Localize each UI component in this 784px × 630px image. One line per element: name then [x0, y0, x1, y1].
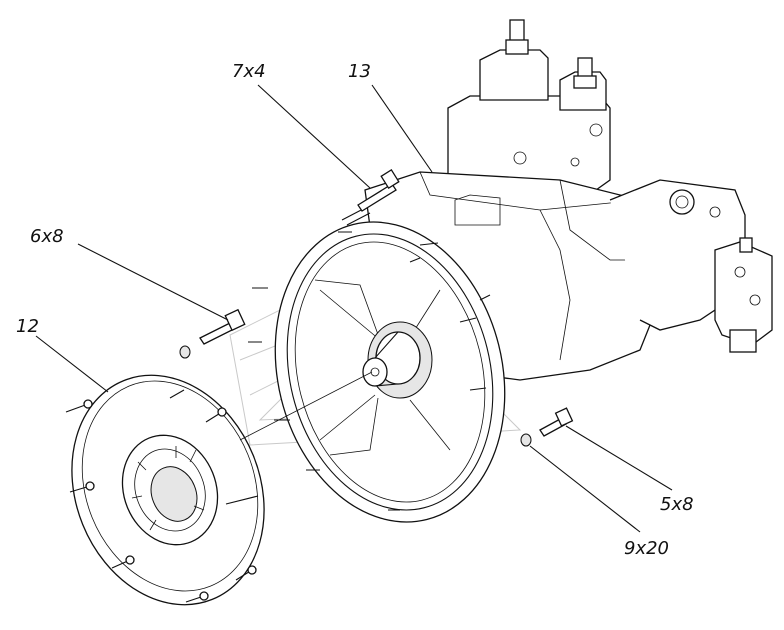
- label-7x4: 7x4: [232, 61, 266, 82]
- coupling-studs: [65, 389, 259, 603]
- leader-9x20: [529, 445, 641, 533]
- bell-housing-flange: [248, 207, 506, 523]
- leader-5x8: [565, 425, 673, 491]
- coupling-plate: [65, 374, 265, 606]
- shaft-end: [362, 357, 388, 387]
- bolt-6x8: [179, 308, 246, 359]
- label-5x8: 5x8: [660, 494, 694, 515]
- label-9x20: 9x20: [624, 538, 669, 559]
- label-6x8: 6x8: [30, 226, 64, 247]
- leader-7x4: [257, 84, 371, 189]
- leader-13: [371, 84, 433, 173]
- washer-6x8: [179, 345, 191, 359]
- bolt-7x4: [357, 168, 400, 212]
- bolt-5x8: [520, 407, 574, 447]
- splined-hub: [150, 466, 198, 522]
- leader-12: [35, 335, 109, 393]
- label-12: 12: [16, 316, 39, 337]
- label-13: 13: [348, 61, 371, 82]
- axis-line: [239, 371, 373, 441]
- leader-6x8: [77, 243, 229, 321]
- leader-lines: [35, 84, 673, 533]
- washer-9x20: [520, 433, 532, 447]
